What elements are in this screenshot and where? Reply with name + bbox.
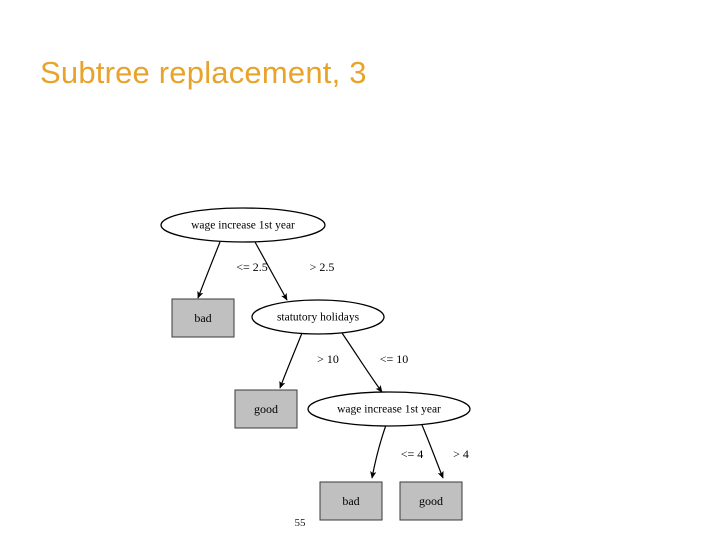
node-label: good xyxy=(419,494,443,508)
node-label: wage increase 1st year xyxy=(337,404,441,416)
node-shape-ellipse xyxy=(160,207,326,243)
node-shape-box xyxy=(399,481,463,521)
edge-n4-n5 xyxy=(370,424,387,479)
decision-tree-figure: <= 2.5 > 2.5 > 10 <= 10 <= 4 > 4 wage in… xyxy=(160,190,500,535)
edge-n0-n2 xyxy=(254,241,288,301)
tree-node-wage-increase-root[interactable]: wage increase 1st year xyxy=(160,207,326,243)
tree-leaf-bad-1[interactable]: bad xyxy=(171,298,235,338)
edge-n0-n1 xyxy=(197,241,221,299)
tree-leaf-bad-2[interactable]: bad xyxy=(319,481,383,521)
page-number: 55 xyxy=(294,517,306,529)
edge-label-n0-n1: <= 2.5 xyxy=(236,260,268,274)
node-label: wage increase 1st year xyxy=(191,220,295,232)
page-title: Subtree replacement, 3 xyxy=(40,54,367,90)
node-label: bad xyxy=(342,494,359,508)
edge-label-n4-n5: <= 4 xyxy=(401,447,424,461)
node-shape-box xyxy=(319,481,383,521)
node-label: bad xyxy=(194,311,211,325)
tree-node-wage-increase-lower[interactable]: wage increase 1st year xyxy=(307,391,471,427)
edge-label-n0-n2: > 2.5 xyxy=(310,260,335,274)
edge-n2-n4 xyxy=(341,332,383,393)
node-label: good xyxy=(254,402,278,416)
tree-nodes: wage increase 1st year bad statutory hol… xyxy=(160,207,471,521)
tree-leaf-good-1[interactable]: good xyxy=(234,389,298,429)
node-shape-box xyxy=(234,389,298,429)
tree-leaf-good-2[interactable]: good xyxy=(399,481,463,521)
tree-edge-labels: <= 2.5 > 2.5 > 10 <= 10 <= 4 > 4 xyxy=(236,260,469,461)
edge-label-n2-n4: <= 10 xyxy=(380,352,409,366)
tree-node-statutory-holidays[interactable]: statutory holidays xyxy=(251,299,385,335)
node-shape-ellipse xyxy=(251,299,385,335)
node-shape-box xyxy=(171,298,235,338)
edge-label-n4-n6: > 4 xyxy=(453,447,469,461)
decision-tree-svg: <= 2.5 > 2.5 > 10 <= 10 <= 4 > 4 wage in… xyxy=(160,207,471,521)
node-label: statutory holidays xyxy=(277,312,360,324)
edge-n2-n3 xyxy=(279,332,303,389)
tree-edges xyxy=(197,241,444,479)
edge-label-n2-n3: > 10 xyxy=(317,352,339,366)
node-shape-ellipse xyxy=(307,391,471,427)
edge-n4-n6 xyxy=(421,424,444,479)
